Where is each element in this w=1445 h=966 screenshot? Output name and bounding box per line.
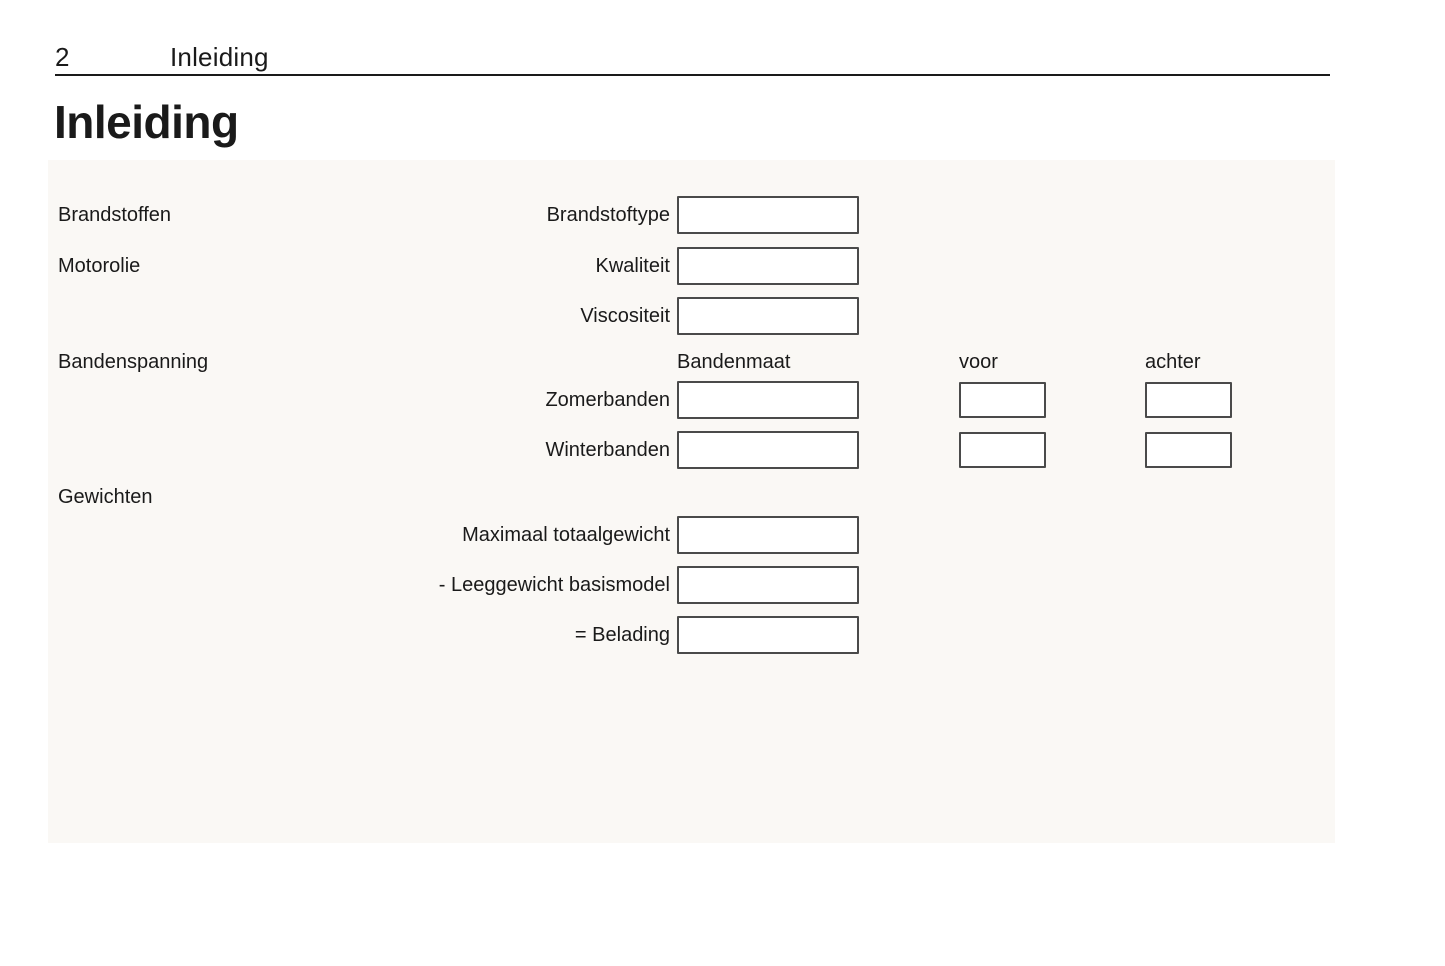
- winterbanden-voor-input[interactable]: [959, 432, 1046, 468]
- field-label-viscositeit: Viscositeit: [580, 305, 670, 327]
- form-panel: Brandstoffen Brandstoftype Motorolie Kwa…: [48, 160, 1335, 843]
- kwaliteit-input[interactable]: [677, 247, 859, 285]
- zomerbanden-achter-input[interactable]: [1145, 382, 1232, 418]
- viscositeit-input[interactable]: [677, 297, 859, 335]
- section-label-bandenspanning: Bandenspanning: [58, 351, 209, 373]
- section-label-gewichten: Gewichten: [58, 486, 153, 508]
- header-rule: [55, 74, 1330, 76]
- page-number: 2: [55, 42, 70, 72]
- brandstoftype-input[interactable]: [677, 196, 859, 234]
- field-label-zomerbanden: Zomerbanden: [545, 389, 670, 411]
- winterbanden-bandenmaat-input[interactable]: [677, 431, 859, 469]
- page-title: Inleiding: [54, 96, 239, 148]
- field-label-maximaal-totaalgewicht: Maximaal totaalgewicht: [462, 524, 670, 546]
- column-header-bandenmaat: Bandenmaat: [677, 351, 791, 373]
- field-label-brandstoftype: Brandstoftype: [546, 204, 670, 226]
- zomerbanden-voor-input[interactable]: [959, 382, 1046, 418]
- field-label-leeggewicht-basismodel: - Leeggewicht basismodel: [438, 574, 670, 596]
- column-header-achter: achter: [1145, 351, 1201, 373]
- field-label-kwaliteit: Kwaliteit: [595, 255, 670, 277]
- maximaal-totaalgewicht-input[interactable]: [677, 516, 859, 554]
- section-label-brandstoffen: Brandstoffen: [58, 204, 172, 226]
- belading-input[interactable]: [677, 616, 859, 654]
- field-label-winterbanden: Winterbanden: [545, 439, 670, 461]
- header-chapter: Inleiding: [170, 42, 269, 72]
- winterbanden-achter-input[interactable]: [1145, 432, 1232, 468]
- zomerbanden-bandenmaat-input[interactable]: [677, 381, 859, 419]
- field-label-belading: = Belading: [574, 624, 670, 646]
- column-header-voor: voor: [959, 351, 998, 373]
- section-label-motorolie: Motorolie: [58, 255, 141, 277]
- leeggewicht-basismodel-input[interactable]: [677, 566, 859, 604]
